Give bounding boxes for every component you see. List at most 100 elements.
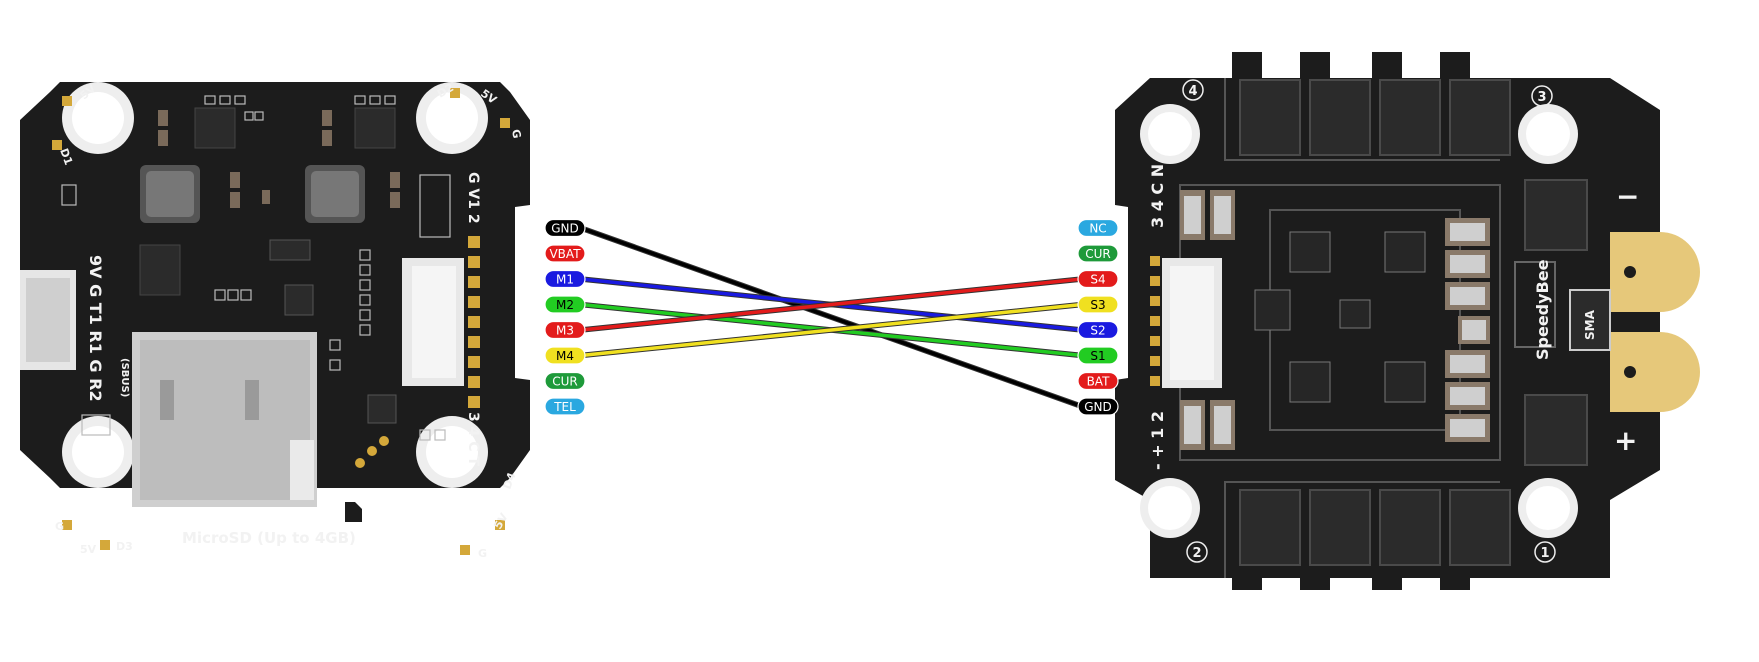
esc-minus-sign: − bbox=[1616, 180, 1639, 213]
fc-pin-m2: M2 bbox=[544, 295, 586, 314]
esc-pin-label: BAT bbox=[1087, 374, 1111, 388]
esc-pin-label: S4 bbox=[1090, 272, 1105, 286]
corner-number-4: 4 bbox=[1188, 84, 1197, 99]
wire-gnd-to-gnd bbox=[578, 225, 1085, 410]
esc-pin-pill bbox=[1077, 397, 1119, 416]
esc-board: SpeedyBee SMA 3 4 C N - + 1 2 + − 4 3 2 … bbox=[1115, 52, 1700, 590]
esc-pin-pill bbox=[1077, 346, 1119, 365]
esc-mounting-holes bbox=[1140, 104, 1578, 538]
fc-silk-5v: 5V bbox=[80, 543, 97, 556]
fc-chip bbox=[354, 107, 396, 149]
esc-plus-sign: + bbox=[1614, 424, 1637, 457]
fc-silk-sbus: (SBUS) bbox=[119, 358, 130, 397]
fc-pin-label: GND bbox=[551, 221, 579, 235]
fc-silk-g: G bbox=[509, 128, 523, 139]
esc-pin-nc: NC bbox=[1077, 218, 1119, 238]
fc-pin-label: CUR bbox=[552, 374, 578, 388]
fc-pin-pill bbox=[544, 295, 586, 314]
esc-pin-pill bbox=[1077, 295, 1119, 314]
esc-pin-label: GND bbox=[1084, 400, 1112, 414]
fc-silk-g: G bbox=[55, 520, 64, 533]
fc-pin-m1: M1 bbox=[544, 269, 586, 289]
fc-chip bbox=[367, 394, 397, 424]
corner-number-1: 1 bbox=[1540, 546, 1549, 561]
fc-silk-5v: 5V bbox=[491, 511, 511, 532]
fc-pin-cur: CUR bbox=[544, 371, 586, 391]
esc-pin-pill bbox=[1077, 320, 1119, 340]
fc-boot-dots bbox=[355, 436, 389, 468]
fc-silk-d4: D4 bbox=[501, 470, 519, 491]
fc-pin-pill bbox=[544, 371, 586, 391]
fc-passives bbox=[158, 110, 400, 208]
fc-silk-d3: D3 bbox=[116, 540, 133, 553]
fc-pin-m4: M4 bbox=[544, 346, 586, 365]
esc-silk-bottom: - + 1 2 bbox=[1148, 411, 1167, 470]
esc-pin-label: S3 bbox=[1090, 298, 1105, 312]
esc-silk-top: 3 4 C N bbox=[1148, 164, 1167, 228]
esc-pin-pill bbox=[1077, 269, 1119, 289]
esc-brand: SpeedyBee bbox=[1533, 259, 1552, 360]
esc-sma-component bbox=[1569, 289, 1611, 351]
esc-pin-gnd: GND bbox=[1077, 397, 1119, 416]
fc-pin-label: VBAT bbox=[549, 247, 581, 261]
fc-chip bbox=[139, 244, 181, 296]
corner-number-3: 3 bbox=[1537, 90, 1546, 105]
fc-pin-label: M1 bbox=[556, 272, 574, 286]
fc-chip bbox=[284, 284, 314, 316]
fc-pin-label: M4 bbox=[556, 349, 574, 363]
esc-pin-pill bbox=[1077, 244, 1119, 263]
esc-mosfets bbox=[1239, 79, 1588, 566]
fc-pin-m3: M3 bbox=[544, 320, 586, 340]
esc-pcb bbox=[1115, 78, 1660, 578]
corner-number-2: 2 bbox=[1192, 546, 1201, 561]
fc-silk-bottom-connector: 3 4 C T bbox=[465, 412, 481, 466]
fc-pin-pill bbox=[544, 269, 586, 289]
fc-pin-tel: TEL bbox=[544, 397, 586, 416]
fc-pin-pill bbox=[544, 320, 586, 340]
fc-chip bbox=[194, 107, 236, 149]
esc-pin-s1: S1 bbox=[1077, 346, 1119, 365]
esc-pin-s3: S3 bbox=[1077, 295, 1119, 314]
esc-corner-numbers: 4 3 2 1 bbox=[1182, 79, 1556, 563]
fc-silk-uart-pads: 9V G T1 R1 G R2 bbox=[86, 255, 105, 402]
esc-pin-bat: BAT bbox=[1077, 371, 1119, 391]
fc-pin-label: TEL bbox=[553, 400, 576, 414]
esc-pin-cur: CUR bbox=[1077, 244, 1119, 263]
esc-pin-label: CUR bbox=[1085, 247, 1111, 261]
microsd-card-icon bbox=[333, 490, 375, 545]
fc-pin-pill bbox=[544, 244, 586, 263]
fc-mounting-holes bbox=[62, 82, 488, 488]
esc-capacitors bbox=[1180, 190, 1490, 450]
esc-sma-label: SMA bbox=[1583, 309, 1597, 340]
esc-pin-pill bbox=[1077, 371, 1119, 391]
wire-m4-to-s3 bbox=[578, 301, 1085, 359]
esc-battery-pads bbox=[1514, 232, 1700, 412]
fc-silk-g: G bbox=[478, 547, 487, 560]
fc-pin-pill bbox=[544, 346, 586, 365]
fc-pin-vbat: VBAT bbox=[544, 244, 586, 263]
esc-driver-chips bbox=[1254, 231, 1426, 403]
fc-silk-outlines bbox=[61, 95, 451, 441]
fc-pin-pill bbox=[544, 397, 586, 416]
fc-pin-label: M2 bbox=[556, 298, 574, 312]
esc-edge-pads bbox=[1150, 256, 1160, 386]
esc-sma-outline bbox=[1514, 261, 1556, 348]
esc-pin-s2: S2 bbox=[1077, 320, 1119, 340]
wire-m3-to-s4 bbox=[578, 276, 1085, 333]
fc-pin-label: M3 bbox=[556, 323, 574, 337]
fc-edge-pads bbox=[52, 88, 510, 555]
esc-pin-s4: S4 bbox=[1077, 269, 1119, 289]
flight-controller-board: MicroSD (Up to 4GB) 9V G T1 R1 G R2 (SBU… bbox=[20, 81, 530, 560]
esc-pin-label: S1 bbox=[1090, 349, 1105, 363]
microsd-label: MicroSD (Up to 4GB) bbox=[182, 529, 356, 547]
fc-silk-d1: D1 bbox=[57, 147, 75, 167]
fc-silk-top-connector: G V1 2 bbox=[465, 172, 481, 224]
wires bbox=[578, 225, 1085, 410]
esc-pin-label: NC bbox=[1089, 221, 1106, 235]
esc-pin-label: S2 bbox=[1090, 323, 1105, 337]
fc-chip bbox=[269, 239, 311, 261]
